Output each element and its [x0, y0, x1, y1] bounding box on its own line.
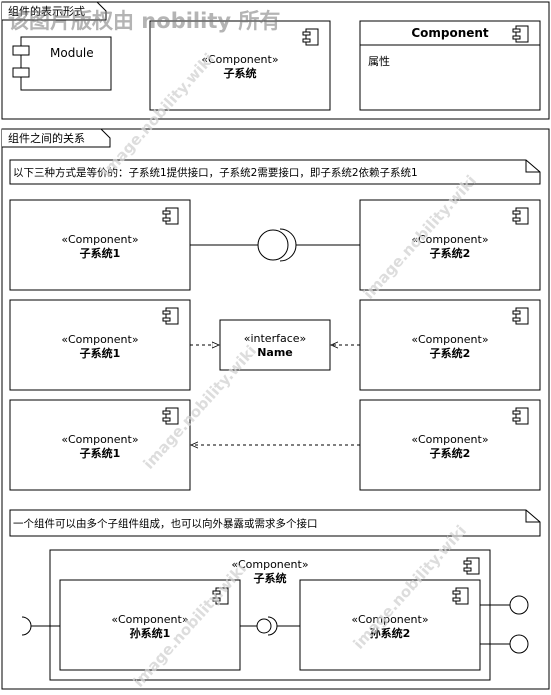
component-attribute: 属性	[368, 54, 390, 68]
component-box-subsystem: «Component» 子系统	[149, 20, 331, 111]
component-stereotype: «Component»	[201, 53, 278, 66]
component-subsystem1: «Component» 子系统1	[9, 399, 191, 491]
interface-box: «interface» Name	[219, 319, 331, 371]
note-text: 一个组件可以由多个子组件组成，也可以向外暴露或需求多个接口	[13, 517, 318, 530]
component-stereotype: «Component»	[61, 433, 138, 446]
row-interface: «Component» 子系统1 «interface» Name «Compo…	[9, 299, 541, 391]
internal-provided-interface	[256, 618, 272, 634]
module-component: Module	[12, 36, 112, 91]
external-provided-interface	[509, 595, 529, 615]
component-grandchild1: «Component» 孙系统1	[59, 579, 241, 671]
component-stereotype: «Component»	[61, 233, 138, 246]
component-title: Component	[411, 26, 489, 40]
component-stereotype: «Component»	[111, 613, 188, 626]
component-name: 子系统2	[430, 346, 471, 360]
component-name: 子系统2	[430, 246, 471, 260]
component-class-box: Component 属性	[359, 20, 541, 111]
component-subsystem2: «Component» 子系统2	[359, 399, 541, 491]
composite-component: «Component» 子系统 «Component» 孙系统1 «Compon…	[21, 549, 529, 681]
component-name: 子系统2	[430, 446, 471, 460]
component-stereotype: «Component»	[411, 433, 488, 446]
component-name: 子系统	[224, 66, 257, 80]
frame-title: 组件的表示形式	[8, 4, 85, 18]
component-stereotype: «Component»	[411, 233, 488, 246]
component-subsystem2: «Component» 子系统2	[359, 299, 541, 391]
component-subsystem1: «Component» 子系统1	[9, 299, 191, 391]
interface-name: Name	[257, 346, 293, 359]
note-equivalence: 以下三种方式是等价的：子系统1提供接口，子系统2需要接口，即子系统2依赖子系统1	[9, 159, 541, 185]
component-subsystem2: «Component» 子系统2	[359, 199, 541, 291]
component-stereotype: «Component»	[61, 333, 138, 346]
component-stereotype: «Component»	[351, 613, 428, 626]
frame-representation: 组件的表示形式 Module «Component» 子系统 Component…	[1, 1, 550, 120]
component-subsystem1: «Component» 子系统1	[9, 199, 191, 291]
component-name: 子系统1	[80, 446, 121, 460]
component-name: 孙系统2	[370, 626, 411, 640]
row-dependency: «Component» 子系统1 «Component» 子系统2	[9, 399, 541, 491]
component-stereotype: «Component»	[411, 333, 488, 346]
note-composition: 一个组件可以由多个子组件组成，也可以向外暴露或需求多个接口	[9, 509, 541, 537]
external-provided-interface	[509, 634, 529, 654]
row-lollipop: «Component» 子系统1 «Component» 子系统2	[9, 199, 541, 291]
module-label: Module	[50, 46, 94, 60]
frame-tab	[2, 128, 111, 148]
component-name: 子系统1	[80, 246, 121, 260]
component-name: 子系统	[254, 571, 287, 585]
frame-title: 组件之间的关系	[8, 131, 85, 145]
component-name: 子系统1	[80, 346, 121, 360]
frame-tab	[2, 1, 107, 21]
external-required-interface	[21, 616, 32, 636]
provided-interface	[257, 229, 289, 261]
component-name: 孙系统1	[130, 626, 171, 640]
frame-relations: 组件之间的关系 以下三种方式是等价的：子系统1提供接口，子系统2需要接口，即子系…	[1, 128, 550, 690]
component-stereotype: «Component»	[231, 558, 308, 571]
note-text: 以下三种方式是等价的：子系统1提供接口，子系统2需要接口，即子系统2依赖子系统1	[13, 166, 418, 179]
interface-stereotype: «interface»	[244, 332, 307, 345]
component-grandchild2: «Component» 孙系统2	[299, 579, 481, 671]
